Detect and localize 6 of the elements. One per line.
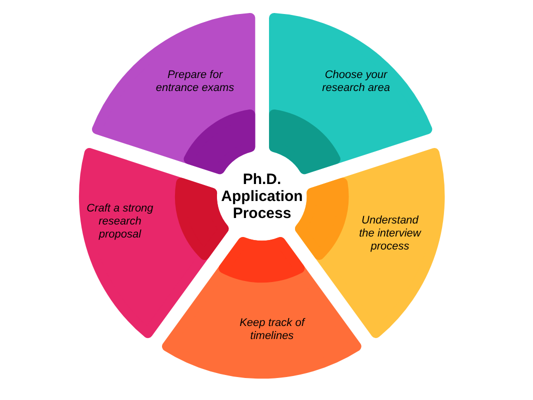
step-text: Prepare for entrance exams <box>154 68 236 95</box>
step-text: Understand the interview process <box>358 214 422 254</box>
step-text: Craft a strong research proposal <box>86 202 154 242</box>
center-title: Ph.D. Application Process <box>220 170 304 222</box>
step-text: Choose your research area <box>321 68 391 95</box>
step-text: Keep track of timelines <box>238 316 306 343</box>
